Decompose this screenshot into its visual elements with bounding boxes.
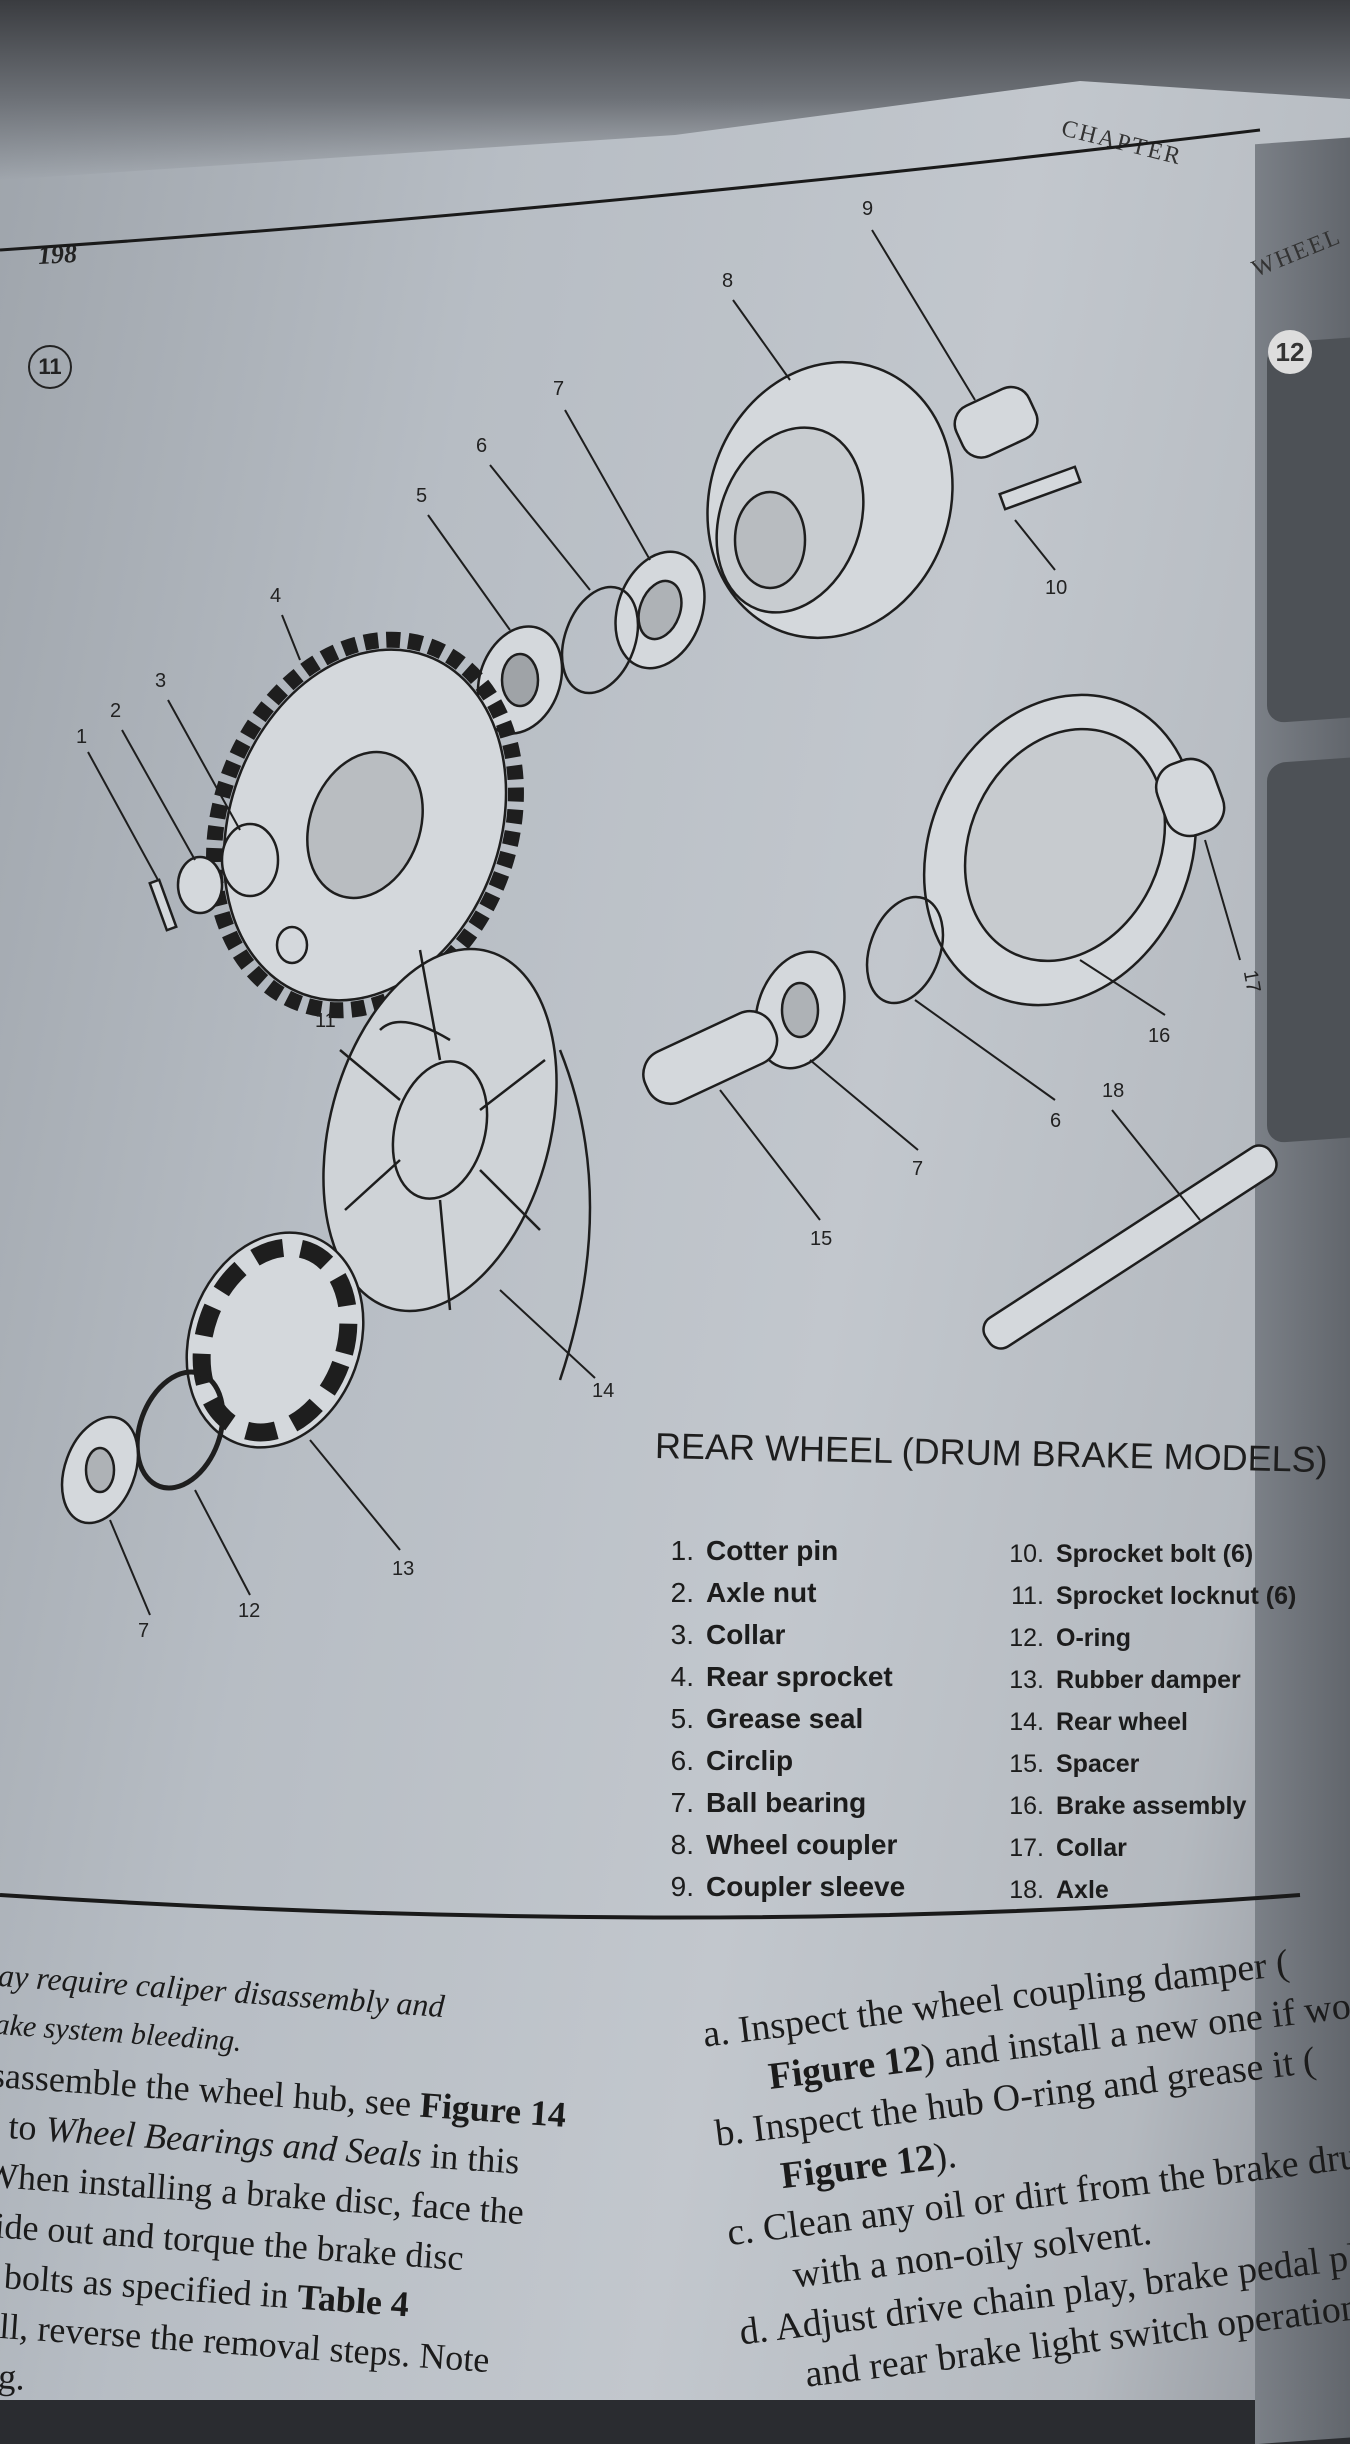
callout-14: 14 xyxy=(592,1380,615,1402)
axle-drawing xyxy=(982,1144,1278,1350)
callout-6: 6 xyxy=(476,435,488,457)
collar-drawing xyxy=(220,822,280,898)
coupler-sleeve-drawing xyxy=(953,385,1039,459)
callout-17: 17 xyxy=(1238,968,1265,995)
legend-item: 4.Rear sprocket xyxy=(670,1661,893,1692)
callout-7c: 7 xyxy=(138,1620,150,1642)
rear-wheel-drawing xyxy=(322,947,592,1381)
legend-item: 3.Collar xyxy=(670,1619,786,1650)
callout-10: 10 xyxy=(1045,577,1068,599)
legend-left: 1.Cotter pin 2.Axle nut 3.Collar 4.Rear … xyxy=(650,1530,906,1908)
figure-number-badge: 11 xyxy=(28,345,72,389)
figure-bottom-rule xyxy=(0,1893,1301,1920)
parts xyxy=(60,360,1278,1525)
legend-right: 10.Sprocket bolt (6) 11.Sprocket locknut… xyxy=(1000,1533,1296,1911)
callout-4: 4 xyxy=(270,585,282,607)
callout-1: 1 xyxy=(76,726,88,748)
sprocket-bolt-drawing xyxy=(998,465,1082,511)
legend-item: 16.Brake assembly xyxy=(1009,1792,1247,1820)
legend-item: 9.Coupler sleeve xyxy=(670,1871,906,1902)
callout-16: 16 xyxy=(1148,1025,1171,1047)
wheel-coupler-drawing xyxy=(706,360,954,640)
legend-item: 12.O-ring xyxy=(1009,1624,1131,1652)
callout-13: 13 xyxy=(392,1558,415,1580)
rubber-damper-drawing xyxy=(185,1231,365,1449)
legend-item: 15.Spacer xyxy=(1009,1750,1140,1778)
callout-15: 15 xyxy=(810,1228,833,1250)
cotter-pin-drawing xyxy=(148,878,178,932)
legend-item: 14.Rear wheel xyxy=(1009,1708,1189,1736)
legend-item: 6.Circlip xyxy=(670,1745,794,1776)
brake-assembly-drawing xyxy=(922,693,1198,1007)
callout-2: 2 xyxy=(110,700,122,722)
callout-8: 8 xyxy=(722,270,734,292)
legend-item: 10.Sprocket bolt (6) xyxy=(1009,1540,1254,1568)
callout-11: 11 xyxy=(315,1010,336,1032)
legend-item: 2.Axle nut xyxy=(670,1577,817,1608)
spacer-drawing xyxy=(642,1009,779,1105)
legend-item: 18.Axle xyxy=(1009,1876,1109,1904)
callout-7b: 7 xyxy=(912,1158,924,1180)
legend-item: 17.Collar xyxy=(1009,1834,1127,1862)
callout-7: 7 xyxy=(553,378,565,400)
figure-reference: Figure 14 xyxy=(418,2084,568,2135)
legend-item: 1.Cotter pin xyxy=(670,1535,839,1566)
sprocket-locknut-drawing xyxy=(275,925,309,965)
circlip-drawing xyxy=(865,895,945,1005)
callout-9: 9 xyxy=(862,198,874,220)
rear-sprocket-drawing xyxy=(206,631,524,1019)
right-text-column: a. Inspect the wheel coupling damper ( F… xyxy=(700,1927,1350,2407)
o-ring-drawing xyxy=(134,1369,226,1491)
callout-6b: 6 xyxy=(1050,1110,1062,1132)
collar-17-drawing xyxy=(1154,757,1226,838)
left-text-column: ay require caliper disassembly and ake s… xyxy=(0,1950,575,2439)
circlip-drawing xyxy=(560,585,640,695)
legend-item: 11.Sprocket locknut (6) xyxy=(1011,1582,1297,1610)
legend-item: 5.Grease seal xyxy=(670,1703,864,1734)
figure-12-badge: 12 xyxy=(1268,330,1312,374)
callout-3: 3 xyxy=(155,670,167,692)
callout-12: 12 xyxy=(238,1600,261,1622)
header-rule xyxy=(0,128,1261,252)
legend-item: 13.Rubber damper xyxy=(1009,1666,1241,1694)
legend-item: 8.Wheel coupler xyxy=(670,1829,898,1860)
callout-18: 18 xyxy=(1102,1080,1125,1102)
leader-lines xyxy=(87,229,1241,1616)
table-reference: Table 4 xyxy=(296,2276,411,2325)
legend-item: 7.Ball bearing xyxy=(670,1787,867,1818)
axle-nut-drawing xyxy=(176,855,224,915)
callout-5: 5 xyxy=(416,485,428,507)
